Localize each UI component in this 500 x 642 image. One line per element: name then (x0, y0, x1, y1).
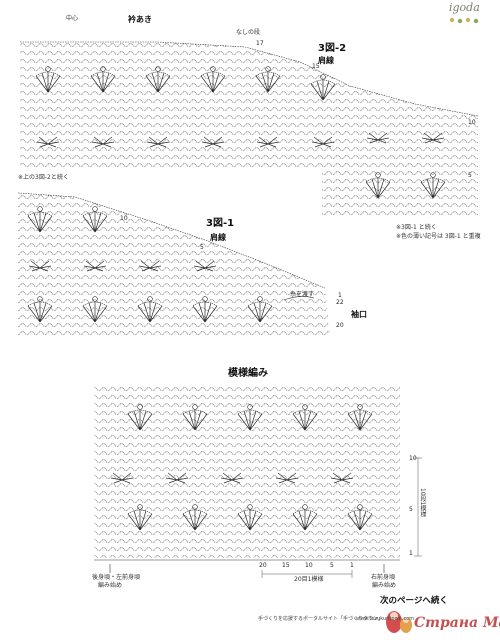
diagram-3-1 (17, 192, 330, 336)
stitch-15: 15 (282, 562, 290, 569)
right-front-start-word: 編み始め (372, 582, 397, 589)
next-page-note: 次のページへ続く (380, 596, 448, 606)
pattern-row-10: 10 (409, 455, 417, 462)
row-number-22: 22 (336, 299, 344, 306)
stitch-1: 1 (350, 562, 354, 569)
back-start-word: 編み始め (98, 582, 123, 589)
portal-url: www.tezukuritown.com (356, 616, 415, 622)
center-label: 中心 (66, 15, 79, 22)
shoulder-line-label-top: 肩線 (318, 56, 334, 65)
cuff-label: 袖口 (351, 310, 367, 319)
pattern-title: 模様編み (228, 368, 268, 379)
flower-logo (449, 17, 479, 24)
diagram-3-1-title: 3図-1 (206, 218, 235, 229)
stitch-20: 20 (259, 562, 267, 569)
no-increase-label: なしの段 (236, 29, 261, 36)
pattern-row-1: 1 (409, 550, 413, 557)
row-number-5-top: 5 (468, 172, 472, 179)
row-number-5-mid: 5 (200, 244, 204, 251)
pattern-row-5: 5 (409, 506, 413, 513)
diagram-3-2 (20, 41, 479, 218)
row-number-10-mid: 10 (120, 215, 128, 222)
row-number-20: 20 (336, 322, 344, 329)
stitch-5: 5 (330, 562, 334, 569)
shoulder-line-label-mid: 肩線 (210, 233, 226, 242)
row-number-15: 15 (312, 63, 320, 70)
watermark-text: Страна Мам (414, 615, 500, 631)
stitch-repeat-label: 20目1模様 (294, 576, 324, 583)
row-number-1-mid: 1 (338, 292, 342, 299)
diagram-3-2-title: 3図-2 (318, 43, 347, 54)
back-start-label: 後身頃・左前身頃 (92, 574, 141, 581)
neckline-label: 衿あき (128, 15, 152, 24)
continue-note-top: ※3図-1 と続く (396, 224, 437, 231)
stitch-10: 10 (305, 562, 313, 569)
pattern-diagram (94, 386, 422, 578)
watermark-doll-logo (386, 611, 412, 633)
portal-name: 手づくりを応援するポータルサイト「手づくりタウン」 (258, 616, 384, 622)
thread-note: 糸を渡す (290, 291, 315, 298)
row-number-10-top: 10 (468, 119, 476, 126)
continue-note-mid: ※上の3図-2と続く (18, 174, 69, 181)
right-front-start-label: 右前身頃 (371, 574, 396, 581)
brand-logo: igoda (449, 1, 480, 14)
row-number-17: 17 (256, 40, 264, 47)
rows-per-repeat-label: 10段1模様 (419, 488, 426, 518)
overlap-note: ※色の薄い記号は 3図-1 と重複 (396, 233, 481, 240)
